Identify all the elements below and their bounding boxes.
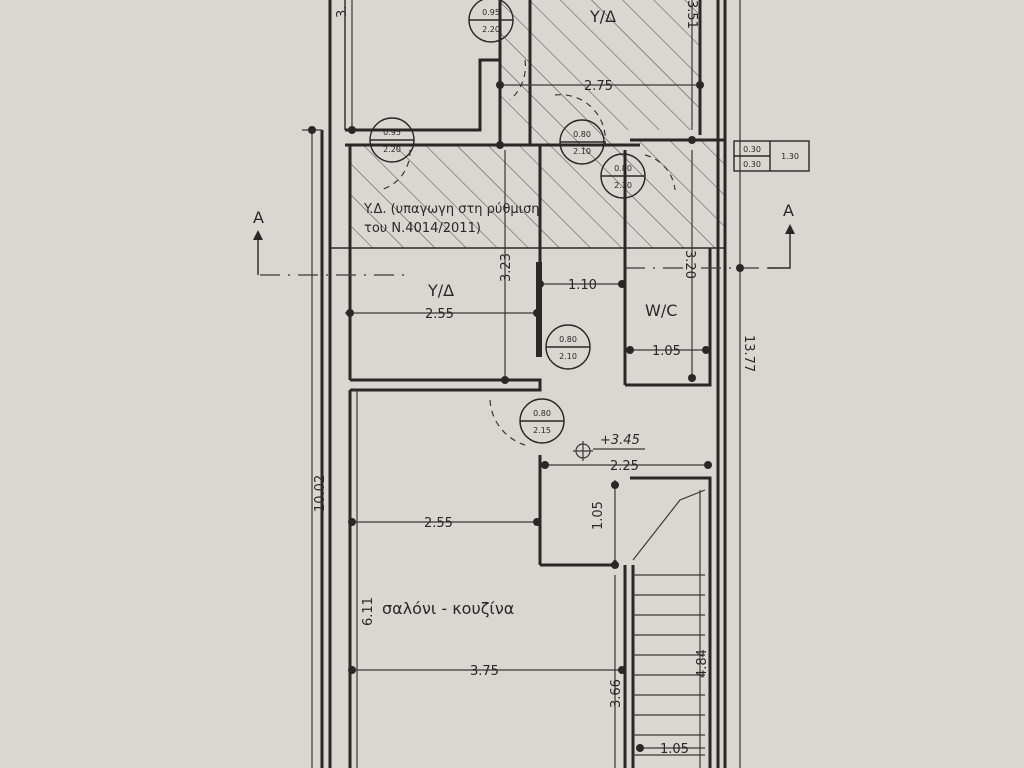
svg-text:1.30: 1.30 — [781, 152, 799, 161]
svg-text:2.20: 2.20 — [482, 25, 500, 34]
svg-text:2.10: 2.10 — [573, 147, 591, 156]
dim-living-height: 6.11 — [361, 597, 376, 626]
dim-left-total: 10.02 — [313, 475, 328, 512]
svg-text:0.30: 0.30 — [743, 145, 761, 154]
door-tag: 0.80 2.10 — [545, 324, 591, 370]
door-tag: 0.95 2.20 — [468, 0, 514, 43]
room-label-storage-mid: Y/Δ — [427, 281, 454, 300]
dim-top-right-vertical: 3.51 — [684, 0, 699, 29]
walls — [320, 0, 727, 768]
svg-text:2.10: 2.10 — [614, 181, 632, 190]
svg-text:0.80: 0.80 — [573, 130, 591, 139]
dim-top-left-partial: 3. — [335, 6, 350, 18]
staircase — [632, 489, 706, 756]
room-label-living-kitchen: σαλόνι - κουζίνα — [382, 599, 514, 618]
svg-text:2.20: 2.20 — [383, 145, 401, 154]
door-swings — [379, 59, 676, 446]
svg-text:A: A — [253, 208, 264, 227]
elevation-marker-icon — [573, 441, 645, 461]
dim-hall-width: 1.10 — [568, 278, 597, 293]
dim-living-width-lower: 3.75 — [470, 664, 499, 679]
room-label-storage-top: Y/Δ — [589, 7, 616, 26]
storage-note-line1: Y.Δ. (υπαγωγη στη ρύθμιση — [363, 202, 540, 217]
svg-text:0.95: 0.95 — [383, 128, 401, 137]
dim-right-total: 13.77 — [741, 335, 756, 372]
storage-note-line2: του N.4014/2011) — [364, 221, 481, 236]
window-table: 0.30 0.30 1.30 — [733, 140, 810, 172]
door-tag: 0.80 2.10 — [600, 153, 646, 199]
dimension-lines — [260, 0, 770, 768]
svg-text:0.30: 0.30 — [743, 160, 761, 169]
dim-storage-height: 3.23 — [499, 253, 514, 282]
svg-text:0.80: 0.80 — [559, 335, 577, 344]
dim-living-width-upper: 2.55 — [424, 516, 453, 531]
hatched-storage-area — [350, 0, 725, 248]
dimension-nodes — [308, 81, 744, 752]
elevation-label: +3.45 — [600, 433, 640, 448]
dim-top-width: 2.75 — [584, 79, 613, 94]
svg-text:2.10: 2.10 — [559, 352, 577, 361]
svg-text:0.80: 0.80 — [533, 409, 551, 418]
door-tag: 0.95 2.20 — [369, 117, 415, 163]
dim-wc-height: 3.20 — [682, 250, 697, 279]
dim-living-lower-height: 3.66 — [609, 679, 624, 708]
svg-text:0.80: 0.80 — [614, 164, 632, 173]
dim-hall-lower-height: 1.05 — [591, 501, 606, 530]
section-mark-right: A — [768, 201, 795, 269]
dim-hall-lower-width: 2.25 — [610, 459, 639, 474]
dim-stair-length: 4.84 — [695, 649, 710, 678]
dim-stair-width: 1.05 — [660, 742, 689, 757]
dim-wc-width: 1.05 — [652, 344, 681, 359]
svg-text:A: A — [783, 201, 794, 220]
dim-storage-width: 2.55 — [425, 307, 454, 322]
door-tag: 0.80 2.15 — [519, 398, 565, 444]
door-tag: 0.80 2.10 — [559, 119, 605, 165]
svg-text:2.15: 2.15 — [533, 426, 551, 435]
room-label-wc: W/C — [645, 301, 677, 320]
svg-text:0.95: 0.95 — [482, 8, 500, 17]
section-mark-left: A — [253, 208, 264, 275]
